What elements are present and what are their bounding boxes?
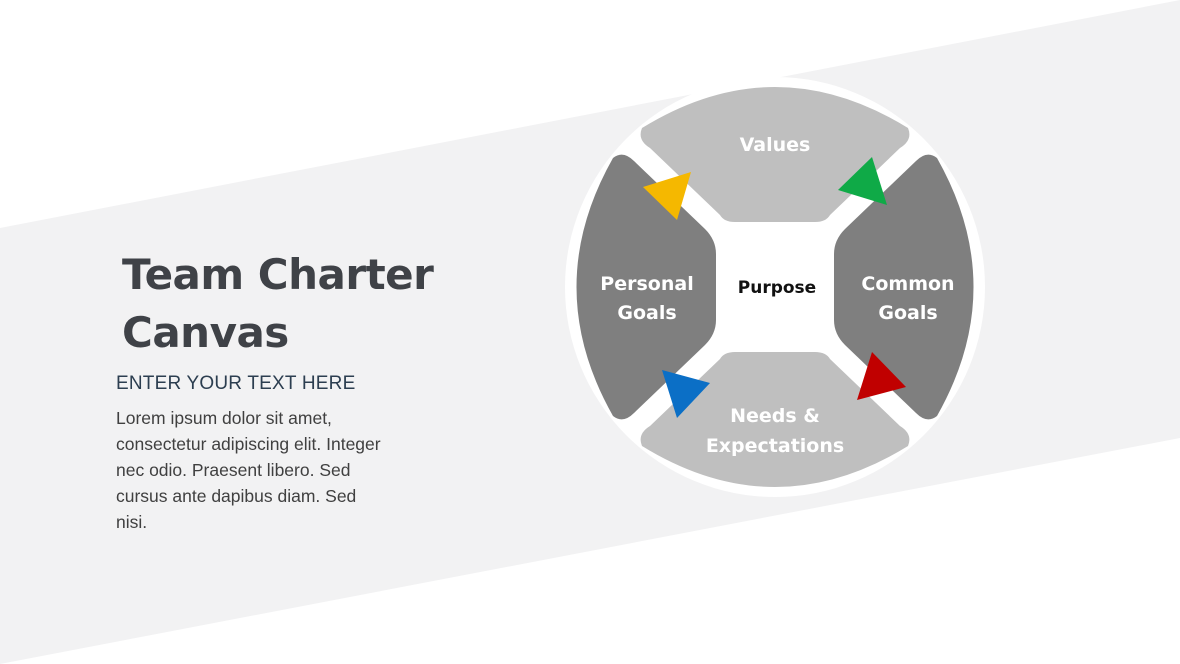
needs-label-line-1: Needs & bbox=[730, 405, 820, 427]
arrow-yellow-icon bbox=[643, 172, 691, 220]
needs-label-line-2: Expectations bbox=[706, 435, 844, 457]
title-line-2: Canvas bbox=[122, 308, 289, 357]
arrow-red-icon bbox=[857, 352, 906, 400]
segment-common-goals bbox=[834, 154, 974, 420]
personal-goals-label-line-1: Personal bbox=[600, 273, 693, 295]
common-goals-label-line-2: Goals bbox=[878, 302, 937, 324]
arrow-blue-icon bbox=[662, 370, 710, 418]
segment-needs-expectations bbox=[640, 352, 910, 487]
segment-personal-goals bbox=[576, 154, 716, 420]
values-label: Values bbox=[740, 134, 811, 156]
title-line-1: Team Charter bbox=[122, 250, 434, 299]
center-diamond bbox=[721, 232, 831, 342]
body-text: Lorem ipsum dolor sit amet, consectetur … bbox=[116, 408, 381, 532]
common-goals-label-line-1: Common bbox=[861, 273, 954, 295]
subtitle: ENTER YOUR TEXT HERE bbox=[116, 373, 356, 394]
arrow-green-icon bbox=[838, 157, 887, 205]
purpose-label: Purpose bbox=[738, 278, 816, 298]
page-title: Team Charter Canvas bbox=[122, 246, 522, 362]
personal-goals-label-line-2: Goals bbox=[617, 302, 676, 324]
